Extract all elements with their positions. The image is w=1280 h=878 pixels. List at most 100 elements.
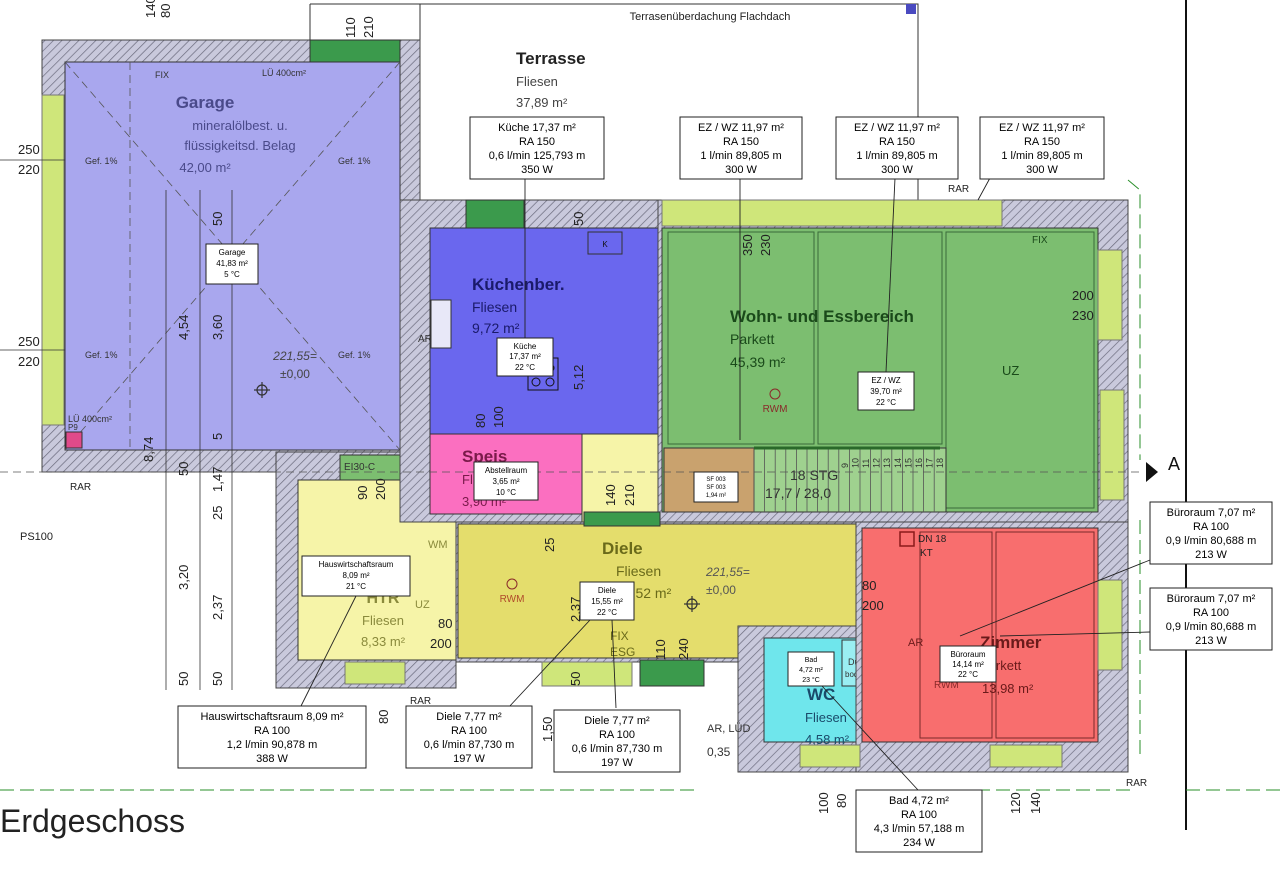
dim-b-100: 100 [816,792,831,814]
dim-v-874: 8,74 [141,437,156,462]
svg-text:Büroraum 7,07 m²: Büroraum 7,07 m² [1167,507,1256,519]
kitchen-name: Küchenber. [472,275,565,294]
svg-text:0,9 l/min 80,688 m: 0,9 l/min 80,688 m [1166,621,1257,633]
bath-ar-lud: AR, LÜD [707,723,750,735]
dim-d-110: 110 [653,639,668,660]
svg-text:RA 100: RA 100 [254,725,290,737]
office-area: 13,98 m² [982,681,1034,696]
utility-ei: EI30-C [344,462,375,473]
small-tag-abstell: Abstellraum 3,65 m² 10 °C [473,461,539,501]
living-area: 45,39 m² [730,354,786,370]
dim-v-320: 3,20 [176,565,191,590]
dim-b-140: 140 [1028,792,1043,814]
svg-text:1 l/min 89,805 m: 1 l/min 89,805 m [1001,150,1082,162]
dim-d-240: 240 [676,638,691,660]
rar-label-3: RAR [948,184,969,195]
svg-text:Bad 4,72 m²: Bad 4,72 m² [889,795,949,807]
dim-d-25: 25 [542,538,557,552]
garage-level: 221,55= [272,349,317,363]
dim-v-50c: 50 [176,672,191,686]
rar-label-4: RAR [1126,778,1147,789]
ps100-label: PS100 [20,531,53,543]
rar-label-1: RAR [70,482,91,493]
office-ar: AR [908,637,923,649]
garage-fix: FIX [155,70,169,80]
dim-left-220a: 220 [18,162,40,177]
dim-top-210: 210 [361,16,376,38]
svg-text:Hauswirtschaftsraum: Hauswirtschaftsraum [319,560,394,569]
dim-z-200: 200 [862,598,884,613]
svg-text:213 W: 213 W [1195,549,1227,561]
dim-b-150: 1,50 [540,717,555,742]
small-tag-diele: Diele 15,55 m² 22 °C [579,581,635,621]
terrace-name: Terrasse [516,49,586,68]
living-uz: UZ [1002,363,1019,378]
svg-text:0,6 l/min 87,730 m: 0,6 l/min 87,730 m [424,739,515,751]
svg-text:388 W: 388 W [256,753,288,765]
svg-text:Küche: Küche [514,342,537,351]
svg-text:Bad: Bad [805,657,818,664]
kitchen-ar: AR [418,334,432,345]
dim-z-80: 80 [862,578,876,593]
section-marker: A [1168,454,1180,474]
living-rwm: RWM [763,404,788,415]
dim-u-80: 80 [438,616,452,631]
garage-area: 42,00 m² [179,160,231,175]
circuit-label-diele-1: Diele 7,77 m² RA 100 0,6 l/min 87,730 m … [405,705,533,769]
kitchen-area: 9,72 m² [472,320,520,336]
hallway-esg: ESG [610,645,635,659]
svg-text:RA 150: RA 150 [723,136,759,148]
circuit-label-ezwz-2: EZ / WZ 11,97 m² RA 150 1 l/min 89,805 m… [835,116,959,180]
stair-ratio: 17,7 / 28,0 [765,485,831,501]
svg-text:Büroraum: Büroraum [950,650,985,659]
svg-text:10 °C: 10 °C [496,488,516,497]
svg-text:4,3 l/min 57,188 m: 4,3 l/min 57,188 m [874,823,965,835]
svg-text:197 W: 197 W [453,753,485,765]
dim-v-5: 5 [210,433,225,440]
circuit-label-buero-2: Büroraum 7,07 m² RA 100 0,9 l/min 80,688… [1149,587,1273,651]
svg-text:EZ / WZ: EZ / WZ [871,376,900,385]
terrace-area: 37,89 m² [516,95,568,110]
dim-u-200b: 200 [430,636,452,651]
bath-area: 4,58 m² [805,732,850,747]
kitchen-floor: Fliesen [472,299,517,315]
svg-text:350 W: 350 W [521,164,553,176]
bath-dim: 0,35 [707,745,731,759]
svg-text:22 °C: 22 °C [597,608,617,617]
stair-count: 18 STG [790,467,838,483]
dim-b-120: 120 [1008,792,1023,814]
svg-text:Hauswirtschaftsraum 8,09 m²: Hauswirtschaftsraum 8,09 m² [200,711,343,723]
svg-text:5 °C: 5 °C [224,270,240,279]
terrace-floor: Fliesen [516,74,558,89]
svg-text:22 °C: 22 °C [876,398,896,407]
circuit-label-kueche: Küche 17,37 m² RA 150 0,6 l/min 125,793 … [469,116,605,180]
small-tag-ezwz: EZ / WZ 39,70 m² 22 °C [857,371,915,411]
stair-tread-number: 14 [893,458,903,468]
garage-slope-1: Gef. 1% [85,156,118,166]
utility-floor: Fliesen [362,613,404,628]
dim-d-237: 2,37 [568,597,583,622]
svg-text:Diele 7,77 m²: Diele 7,77 m² [436,711,502,723]
svg-text:1,2 l/min 90,878 m: 1,2 l/min 90,878 m [227,739,318,751]
circuit-label-buero-1: Büroraum 7,07 m² RA 100 0,9 l/min 80,688… [1149,501,1273,565]
garage-name: Garage [176,93,235,112]
svg-text:300 W: 300 W [1026,164,1058,176]
svg-text:21 °C: 21 °C [346,582,366,591]
svg-text:Diele 7,77 m²: Diele 7,77 m² [584,715,650,727]
dim-v-454: 4,54 [176,315,191,340]
circuit-label-diele-2: Diele 7,77 m² RA 100 0,6 l/min 87,730 m … [553,709,681,773]
dim-k-210: 210 [622,484,637,506]
small-tag-sf: SF 003 SF 003 1,94 m² [693,471,739,503]
bath-floor: Fliesen [805,710,847,725]
svg-text:213 W: 213 W [1195,635,1227,647]
dim-v-50a: 50 [210,212,225,226]
svg-text:RA 150: RA 150 [1024,136,1060,148]
hallway-rwm: RWM [500,594,525,605]
svg-text:15,55 m²: 15,55 m² [591,597,623,606]
dim-v-237: 2,37 [210,595,225,620]
svg-text:22 °C: 22 °C [515,363,535,372]
office-dn: DN 18 [918,534,947,545]
svg-text:RA 150: RA 150 [519,136,555,148]
stair-tread-number: 9 [840,463,850,468]
